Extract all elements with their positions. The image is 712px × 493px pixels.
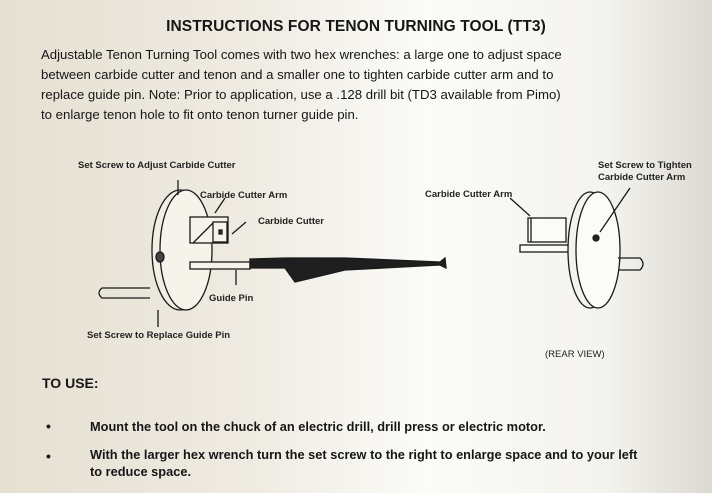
step-line: Mount the tool on the chuck of an electr…: [90, 419, 546, 434]
page-title: INSTRUCTIONS FOR TENON TURNING TOOL (TT3…: [166, 18, 546, 35]
label-rear-cutter-arm: Carbide Cutter Arm: [425, 189, 513, 200]
set-screw-hole: [592, 234, 600, 242]
label-cutter-arm: Carbide Cutter Arm: [200, 190, 288, 201]
intro-paragraph: Adjustable Tenon Turning Tool comes with…: [41, 45, 562, 125]
step-2: With the larger hex wrench turn the set …: [90, 446, 637, 480]
shaft-right: [618, 257, 644, 271]
cutter-arm: [527, 217, 567, 243]
leader-line: [599, 187, 631, 233]
front-view-tool: [98, 180, 447, 327]
leader-line: [214, 197, 226, 214]
label-guide-pin: Guide Pin: [209, 293, 254, 304]
intro-line: replace guide pin. Note: Prior to applic…: [41, 87, 561, 102]
guide-pin: [189, 261, 251, 270]
step-line: to reduce space.: [90, 464, 191, 479]
leader-line: [231, 221, 247, 235]
label-set-screw-tighten-2: Carbide Cutter Arm: [598, 172, 686, 183]
rear-disk-face: [575, 191, 621, 309]
label-set-screw-tighten: Set Screw to Tighten: [598, 160, 692, 171]
leader-line: [509, 197, 531, 217]
shaft-left: [98, 287, 150, 299]
bullet: •: [46, 418, 51, 434]
set-screw-hole: [155, 251, 165, 263]
intro-line: Adjustable Tenon Turning Tool comes with…: [41, 47, 562, 62]
bullet: •: [46, 448, 51, 464]
step-line: With the larger hex wrench turn the set …: [90, 447, 638, 462]
tenon-blank: [249, 256, 447, 283]
intro-line: between carbide cutter and tenon and a s…: [41, 67, 554, 82]
label-rear-view: (REAR VIEW): [545, 349, 605, 360]
label-set-screw-replace: Set Screw to Replace Guide Pin: [87, 330, 231, 341]
to-use-heading: TO USE:: [42, 375, 99, 391]
label-carbide-cutter: Carbide Cutter: [258, 216, 324, 227]
front-disk-face: [159, 189, 213, 311]
step-1: Mount the tool on the chuck of an electr…: [90, 418, 546, 435]
rear-view-tool: [509, 187, 644, 309]
guide-pin: [519, 244, 576, 253]
intro-line: to enlarge tenon hole to fit onto tenon …: [41, 107, 359, 122]
label-set-screw-adjust: Set Screw to Adjust Carbide Cutter: [78, 160, 236, 171]
